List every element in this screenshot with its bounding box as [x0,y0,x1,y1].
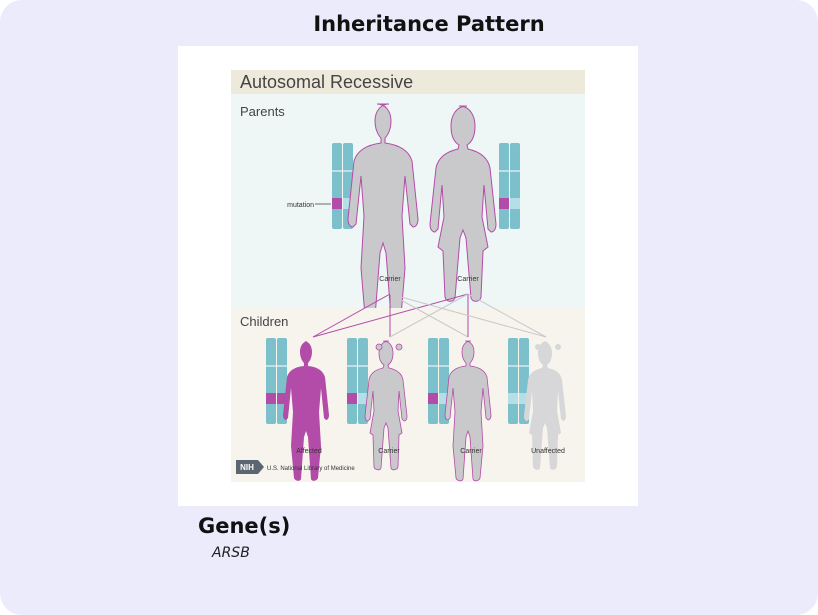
gene-arsb: ARSB [212,545,250,561]
child-carrier-1-chromosomes [347,338,368,424]
child-affected-figure [283,341,329,481]
nlm-credit: U.S. National Library of Medicine [267,466,355,472]
child-unaffected-chromosomes [508,338,529,424]
parents-label: Parents [240,104,285,119]
genes-title: Gene(s) [198,514,291,538]
mutation-label: mutation [287,202,314,209]
nih-logo-text: NIH [240,463,254,472]
figure-heading: Autosomal Recessive [240,72,413,92]
mutation-band [332,198,342,209]
child-carrier-2-label: Carrier [460,448,482,455]
child-carrier-2-figure [444,340,492,482]
mother-chromosome-pair [499,143,520,229]
child-carrier-1-figure [364,340,408,471]
nih-logo [236,460,258,474]
heading-band [231,70,585,94]
child-carrier-1-label: Carrier [378,448,400,455]
inheritance-diagram: Autosomal Recessive Parents mutation Car… [231,70,585,482]
child-affected-label: Affected [296,448,322,455]
inheritance-lines [312,293,547,338]
children-label: Children [240,314,288,329]
child-unaffected-figure [524,341,566,470]
father-figure [347,103,419,321]
mother-label: Carrier [457,276,479,283]
section-title: Inheritance Pattern [313,12,545,36]
father-label: Carrier [379,276,401,283]
nih-logo-arrow [258,460,264,474]
child-unaffected-label: Unaffected [531,448,565,455]
mother-figure [429,105,497,302]
